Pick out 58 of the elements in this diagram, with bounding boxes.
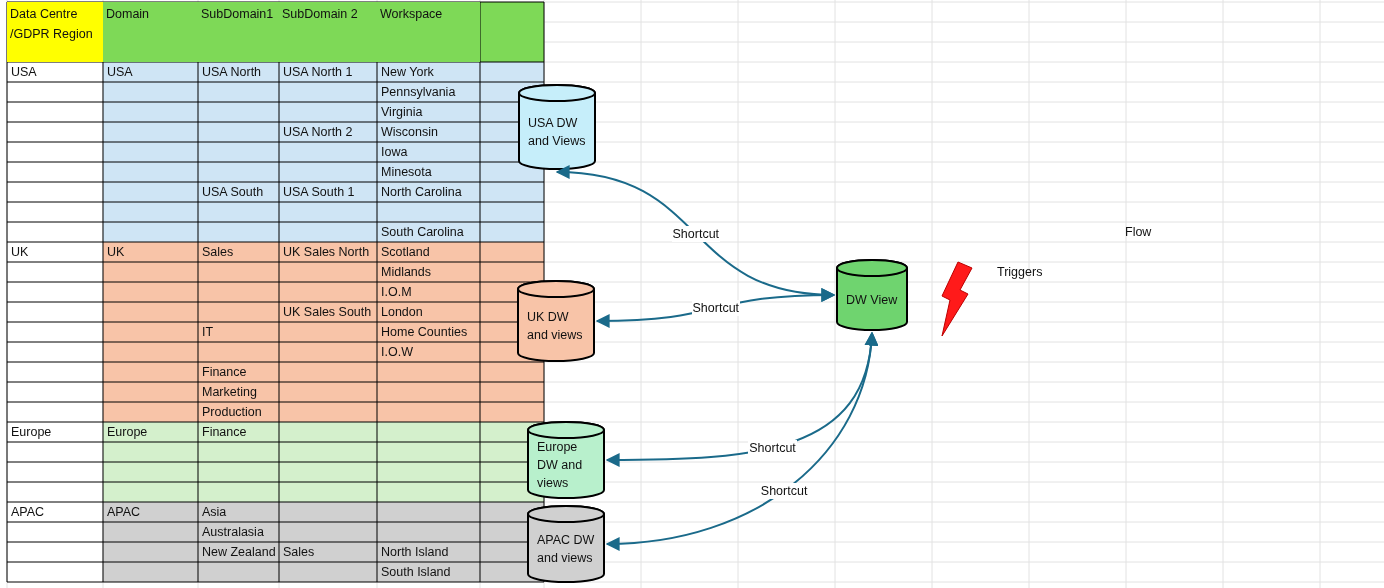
cell-text: USA South [201, 184, 264, 201]
cell-text: USA [106, 64, 133, 81]
cell-text: North Island [380, 544, 449, 561]
cell-text: Minesota [380, 164, 432, 181]
cell-text: New York [380, 64, 434, 81]
database-cylinder: Europe DW and views [527, 421, 605, 499]
cell-text: Wisconsin [380, 124, 438, 141]
cell-text: I.O.W [380, 344, 413, 361]
cell-text: New Zealand [201, 544, 276, 561]
cell-text: Sales [282, 544, 315, 561]
header-cell: SubDomain 2 [279, 2, 377, 62]
cell-text: Iowa [380, 144, 408, 161]
cell-text: Pennsylvania [380, 84, 456, 101]
cell-text: Asia [201, 504, 227, 521]
header-cell: Domain [103, 2, 198, 62]
cell-text: USA North 1 [282, 64, 353, 81]
cell-text: USA South 1 [282, 184, 355, 201]
cell-text: Marketing [201, 384, 257, 401]
cell-text: South Carolina [380, 224, 464, 241]
database-cylinder: APAC DW and views [527, 505, 605, 583]
cell-text: Midlands [380, 264, 432, 281]
cell-text: I.O.M [380, 284, 412, 301]
cell-text: Sales [201, 244, 234, 261]
header-cell: Workspace [377, 2, 480, 62]
database-cylinder: USA DW and Views [518, 84, 596, 170]
cell-text: Home Counties [380, 324, 468, 341]
cell-text: USA [10, 64, 37, 81]
cell-text: Scotland [380, 244, 430, 261]
header-cell: Data Centre /GDPR Region [7, 2, 103, 62]
cell-text: UK [106, 244, 125, 261]
edge-label: Shortcut [759, 483, 809, 500]
cell-text: APAC [10, 504, 45, 521]
cell-text: APAC [106, 504, 141, 521]
edge-label: Shortcut [748, 439, 797, 456]
database-cylinder: DW View [836, 259, 908, 331]
cell-text: USA North 2 [282, 124, 353, 141]
cell-text: Australasia [201, 524, 264, 541]
edge-label: Shortcut [671, 225, 721, 242]
curved-arrow [605, 331, 878, 551]
cell-text: Production [201, 404, 262, 421]
section-heading: Flow [1124, 224, 1152, 241]
cell-text: London [380, 304, 423, 321]
cell-text: UK Sales North [282, 244, 370, 261]
trigger-label: Triggers [996, 264, 1043, 281]
cell-text: Virginia [380, 104, 423, 121]
cell-text: Europe [10, 424, 52, 441]
edge-label: Shortcut [691, 300, 741, 316]
cell-text: IT [201, 324, 214, 341]
cell-text: Finance [201, 424, 247, 441]
cell-text: USA North [201, 64, 262, 81]
cell-text: South Island [380, 564, 451, 581]
header-cell: SubDomain1 [198, 2, 279, 62]
cell-text: UK [10, 244, 29, 261]
cell-text: UK Sales South [282, 304, 372, 321]
cell-text: Finance [201, 364, 247, 381]
cell-text: North Carolina [380, 184, 462, 201]
database-cylinder: UK DW and views [517, 280, 595, 362]
cell-text: Europe [106, 424, 148, 441]
